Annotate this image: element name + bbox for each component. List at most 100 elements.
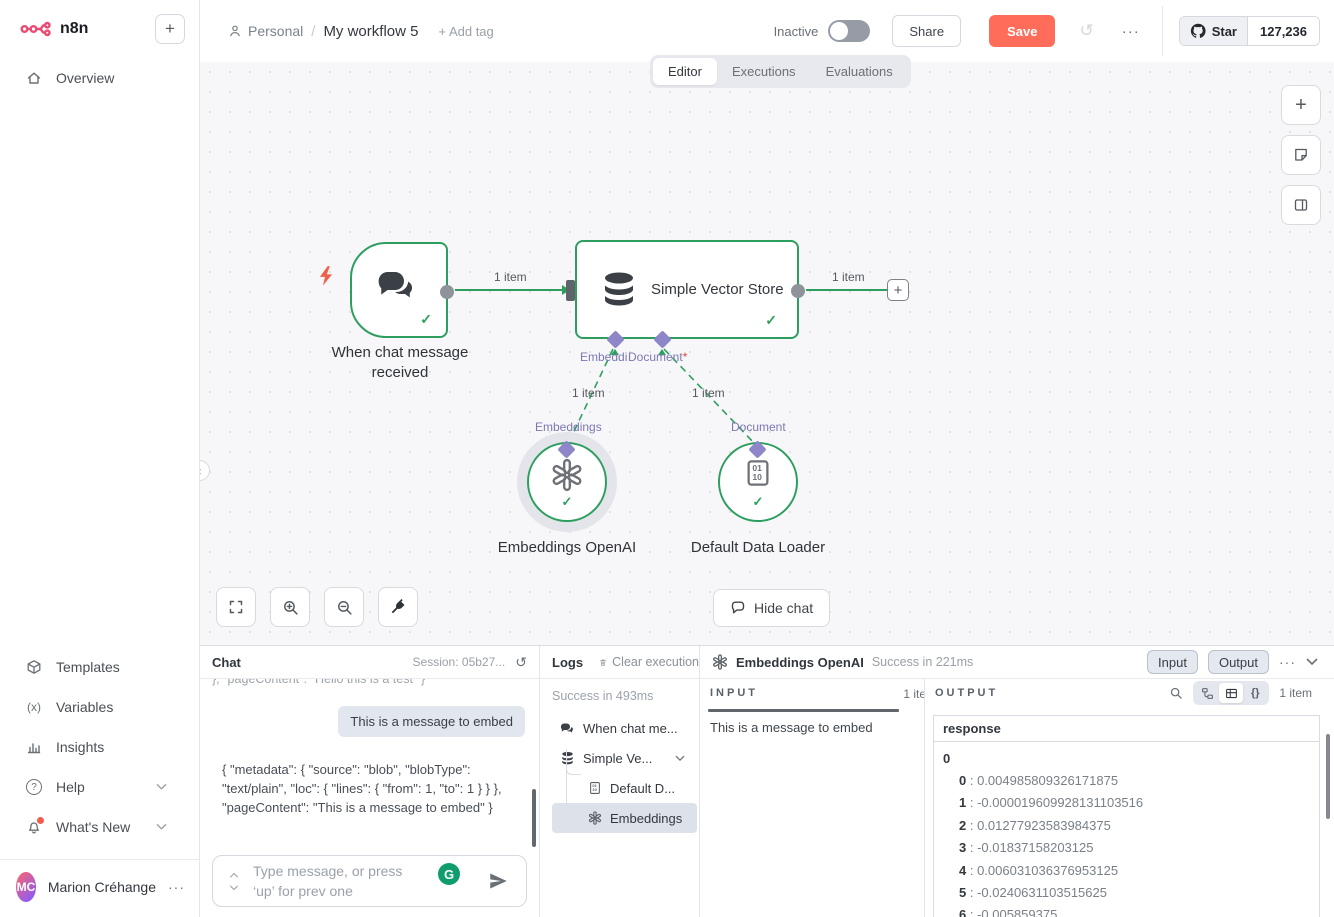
output-header: OUTPUT (935, 687, 999, 699)
star-count: 127,236 (1247, 17, 1319, 45)
message-history-stepper[interactable] (229, 872, 239, 891)
sidebar-item-whats-new[interactable]: What's New (0, 807, 199, 847)
chat-message-clipped: }, "pageContent": "Hello this is a test"… (212, 679, 426, 686)
n8n-logo[interactable]: n8n (20, 17, 88, 41)
node-simple-vector-store[interactable]: Simple Vector Store ✓ (575, 240, 805, 339)
canvas-add-node-button[interactable]: + (1281, 85, 1321, 125)
fit-view-button[interactable] (216, 587, 256, 627)
sidebar-item-insights[interactable]: Insights (0, 727, 199, 767)
reset-session-icon[interactable]: ↺ (515, 653, 527, 670)
home-icon (27, 72, 41, 84)
sidebar-collapse-handle[interactable]: ‹ (200, 460, 210, 481)
more-options-icon[interactable]: ··· (1121, 22, 1140, 40)
send-icon[interactable] (488, 871, 508, 891)
success-check-icon: ✓ (765, 312, 777, 328)
chevron-down-icon (156, 823, 167, 831)
user-menu[interactable]: MC Marion Créhange ··· (0, 859, 199, 913)
openai-icon (713, 654, 727, 670)
trash-icon (600, 659, 606, 666)
zoom-out-button[interactable] (324, 587, 364, 627)
new-workflow-button[interactable]: + (155, 14, 185, 44)
output-port[interactable] (440, 285, 454, 299)
add-tag-button[interactable]: + Add tag (438, 23, 494, 39)
save-button[interactable]: Save (989, 15, 1056, 47)
vector-row: 2 : 0.01277923583984375 (959, 817, 1111, 833)
log-row-embeddings[interactable]: Embeddings (552, 803, 697, 833)
log-row-trigger[interactable]: When chat me... (552, 713, 699, 743)
hide-chat-button[interactable]: Hide chat (713, 589, 831, 627)
tab-executions[interactable]: Executions (731, 64, 796, 79)
openai-icon (552, 458, 582, 492)
schema-view-button[interactable] (1195, 683, 1219, 703)
output-scrollbar[interactable] (1326, 734, 1330, 819)
edge-item-count: 1 item (832, 270, 865, 284)
workflow-canvas[interactable]: ✓ When chat message received 1 item Simp… (200, 62, 1334, 645)
chat-input[interactable]: Type message, or press ‘up’ for prev one… (212, 855, 527, 907)
tidy-up-button[interactable] (378, 587, 418, 627)
active-toggle[interactable] (828, 20, 871, 42)
undo-history-icon[interactable]: ↺ (1079, 21, 1094, 40)
divider (1161, 6, 1163, 56)
output-root-index[interactable]: 0 (943, 751, 951, 766)
add-node-button[interactable]: + (887, 279, 909, 301)
share-button[interactable]: Share (892, 15, 962, 47)
input-port[interactable] (566, 280, 575, 301)
status-label: Inactive (773, 23, 819, 39)
split-panel-button[interactable] (1281, 185, 1321, 225)
sidebar-item-help[interactable]: ? Help (0, 767, 199, 807)
tab-evaluations[interactable]: Evaluations (825, 64, 893, 79)
sidebar-item-label: Templates (56, 659, 120, 675)
sidebar-item-label: Insights (56, 739, 105, 755)
github-star-button[interactable]: Star 127,236 (1178, 16, 1320, 46)
sidebar-item-variables[interactable]: (x) Variables (0, 687, 199, 727)
logs-panel-title: Logs (552, 654, 584, 670)
chevron-down-icon (156, 783, 167, 791)
sticky-note-button[interactable] (1281, 135, 1321, 175)
sidebar: n8n + Overview Templates (x) Variables I… (0, 0, 200, 917)
vector-row: 5 : -0.0240631103515625 (959, 885, 1107, 901)
clear-execution-button[interactable]: Clear execution (599, 655, 699, 669)
sidebar-item-templates[interactable]: Templates (0, 647, 199, 687)
vector-row: 3 : -0.01837158203125 (959, 840, 1094, 856)
tab-editor[interactable]: Editor (653, 58, 717, 85)
table-view-button[interactable] (1219, 683, 1244, 703)
node-details-panel: Embeddings OpenAI Success in 221ms Input… (700, 646, 1334, 917)
avatar: MC (16, 871, 36, 902)
chat-user-message: This is a message to embed (338, 706, 525, 737)
output-view-button[interactable]: Output (1207, 650, 1269, 674)
vector-row: 6 : -0.005859375 (959, 907, 1058, 917)
chevron-down-icon[interactable] (675, 755, 685, 762)
node-chat-trigger[interactable]: ✓ (350, 242, 454, 338)
input-view-button[interactable]: Input (1147, 650, 1198, 674)
toggle-knob (830, 22, 849, 40)
workflow-name[interactable]: My workflow 5 (323, 22, 419, 40)
required-marker: * (682, 350, 688, 364)
output-view-switcher: {} (1193, 681, 1270, 705)
node-label-trigger: When chat message received (331, 344, 469, 382)
port-label-embedding: Embeddi (580, 350, 628, 364)
node-label-embeddings: Embeddings OpenAI (497, 539, 637, 556)
node-embeddings-openai[interactable]: ✓ (527, 442, 607, 522)
input-header: INPUT (710, 687, 758, 699)
templates-box-icon (27, 660, 41, 674)
chat-scrollbar[interactable] (532, 789, 536, 847)
user-more-icon[interactable]: ··· (168, 878, 185, 895)
sidebar-item-overview[interactable]: Overview (0, 58, 199, 98)
search-icon[interactable] (1169, 686, 1183, 700)
chat-messages[interactable]: }, "pageContent": "Hello this is a test"… (200, 679, 539, 851)
zoom-in-button[interactable] (270, 587, 310, 627)
openai-icon (588, 811, 602, 825)
output-port[interactable] (791, 284, 805, 298)
json-view-button[interactable]: {} (1251, 687, 1260, 699)
collapse-panel-chevron-icon[interactable] (1306, 658, 1318, 666)
chevron-down-icon (230, 885, 238, 890)
breadcrumb-project[interactable]: Personal (228, 23, 303, 39)
details-more-icon[interactable]: ··· (1279, 654, 1296, 670)
port-arrow (658, 349, 666, 355)
breadcrumb-separator: / (311, 22, 316, 40)
details-node-title[interactable]: Embeddings OpenAI (736, 654, 864, 670)
output-column-header[interactable]: response (934, 716, 1319, 742)
